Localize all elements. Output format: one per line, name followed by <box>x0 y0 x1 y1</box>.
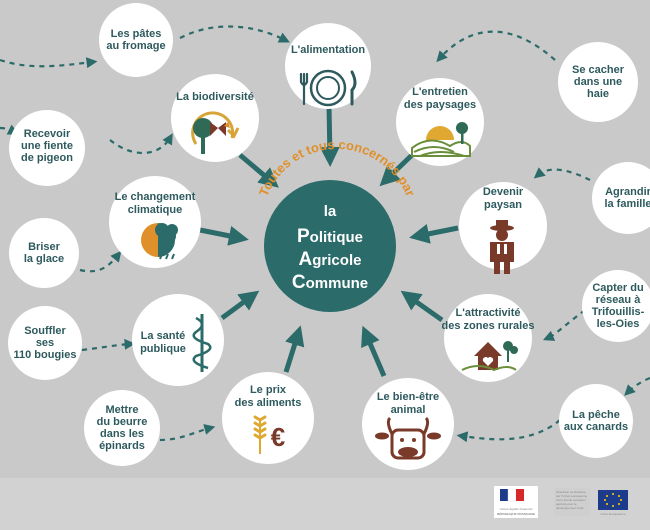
dash-pigeon <box>109 133 173 155</box>
center-circle <box>264 180 396 312</box>
circle-bougies <box>8 306 82 380</box>
dash-pates <box>179 25 290 43</box>
circle-famille <box>592 162 650 234</box>
dash-haie <box>436 30 556 63</box>
house-heart-icon <box>461 341 518 372</box>
svg-text:€: € <box>271 422 285 452</box>
theme-label-sante: La santé publique <box>140 330 186 355</box>
arrow-climat <box>199 226 249 246</box>
arrow-paysages <box>379 153 414 187</box>
circle-beurre <box>84 390 160 466</box>
theme-label-prix: Le prix des aliments <box>234 384 302 409</box>
expression-circles <box>8 3 650 466</box>
center-line-1: la <box>323 203 337 220</box>
theme-label-rurales: L'attractivité des zones rurales <box>441 307 535 332</box>
solid-arrows <box>199 105 459 377</box>
center-line-4: Commune <box>291 272 369 293</box>
rf-motto: Liberté Égalité Fraternité <box>499 507 533 511</box>
dash-left-edge <box>0 57 98 69</box>
arrow-bienetre <box>361 325 387 377</box>
arrow-alimentation <box>319 105 340 167</box>
expr-label-bougies: Souffler ses 110 bougies <box>13 325 77 361</box>
expr-label-canards: La pêche aux canards <box>563 409 629 433</box>
circle-rurales <box>444 294 532 382</box>
expr-label-famille: Agrandir la famille <box>604 186 650 210</box>
eu-flag-logo <box>598 490 628 510</box>
arrow-sante <box>220 290 260 321</box>
sun-rain-cloud-icon <box>141 223 178 260</box>
arrow-prix <box>283 325 305 373</box>
caduceus-icon <box>192 314 212 372</box>
expr-label-pates: Les pâtes au fromage <box>106 28 166 52</box>
dash-beurre <box>159 424 216 442</box>
wheat-euro-icon: € <box>253 415 285 454</box>
circle-glace <box>9 218 79 288</box>
expr-label-beurre: Mettre du beurre dans les épinards <box>96 404 148 452</box>
rf-name: RÉPUBLIQUE FRANÇAISE <box>496 512 535 516</box>
theme-label-alimentation: L'alimentation <box>290 44 366 56</box>
dash-bougies <box>81 338 136 352</box>
circle-prix <box>222 372 314 464</box>
sunset-hills-icon <box>411 122 471 157</box>
dash-reseau <box>542 309 586 341</box>
theme-label-bienetre: Le bien-être animal <box>376 391 440 416</box>
circle-alimentation <box>285 23 371 109</box>
dash-canards-right <box>624 376 650 396</box>
eu-text-block <box>554 488 590 516</box>
circle-pates <box>99 3 173 77</box>
cow-icon <box>375 416 441 460</box>
theme-label-biodiversite: La biodiversité <box>176 91 254 103</box>
circle-reseau <box>582 270 650 342</box>
circle-climat <box>109 176 201 268</box>
theme-label-paysan: Devenir paysan <box>482 186 524 211</box>
arrow-biodiversite <box>238 153 279 188</box>
expr-label-haie: Se cacher dans une haie <box>572 64 624 100</box>
eu-text: Opération co-financée par l'Union europé… <box>556 490 588 510</box>
tree-butterfly-icon <box>191 111 240 154</box>
theme-label-paysages: L'entretien des paysages <box>403 86 477 111</box>
expr-label-glace: Briser la glace <box>23 241 65 265</box>
circle-bienetre <box>362 378 454 470</box>
expr-label-reseau: Capter du réseau à Trifouillis- les-Oies <box>591 282 645 330</box>
center-line-2: Politique <box>296 226 363 247</box>
eu-caption: Union Européenne <box>600 512 626 516</box>
republique-francaise-logo <box>494 486 538 518</box>
plate-fork-knife-icon <box>299 69 357 107</box>
circle-canards <box>559 384 633 458</box>
dash-canards <box>456 419 561 443</box>
farmer-icon <box>490 220 514 274</box>
dash-famille <box>533 167 591 181</box>
arrow-rurales <box>400 290 444 323</box>
theme-label-climat: Le changement climatique <box>114 191 196 216</box>
arrow-paysan <box>409 224 459 244</box>
dashed-connectors <box>0 25 650 443</box>
footer-strip <box>0 478 650 530</box>
center-line-3: Agricole <box>298 249 362 270</box>
circle-haie <box>558 42 638 122</box>
dash-glace <box>79 250 122 273</box>
circle-pigeon <box>9 110 85 186</box>
expr-label-pigeon: Recevoir une fiente de pigeon <box>21 128 73 164</box>
circle-biodiversite <box>171 74 259 162</box>
